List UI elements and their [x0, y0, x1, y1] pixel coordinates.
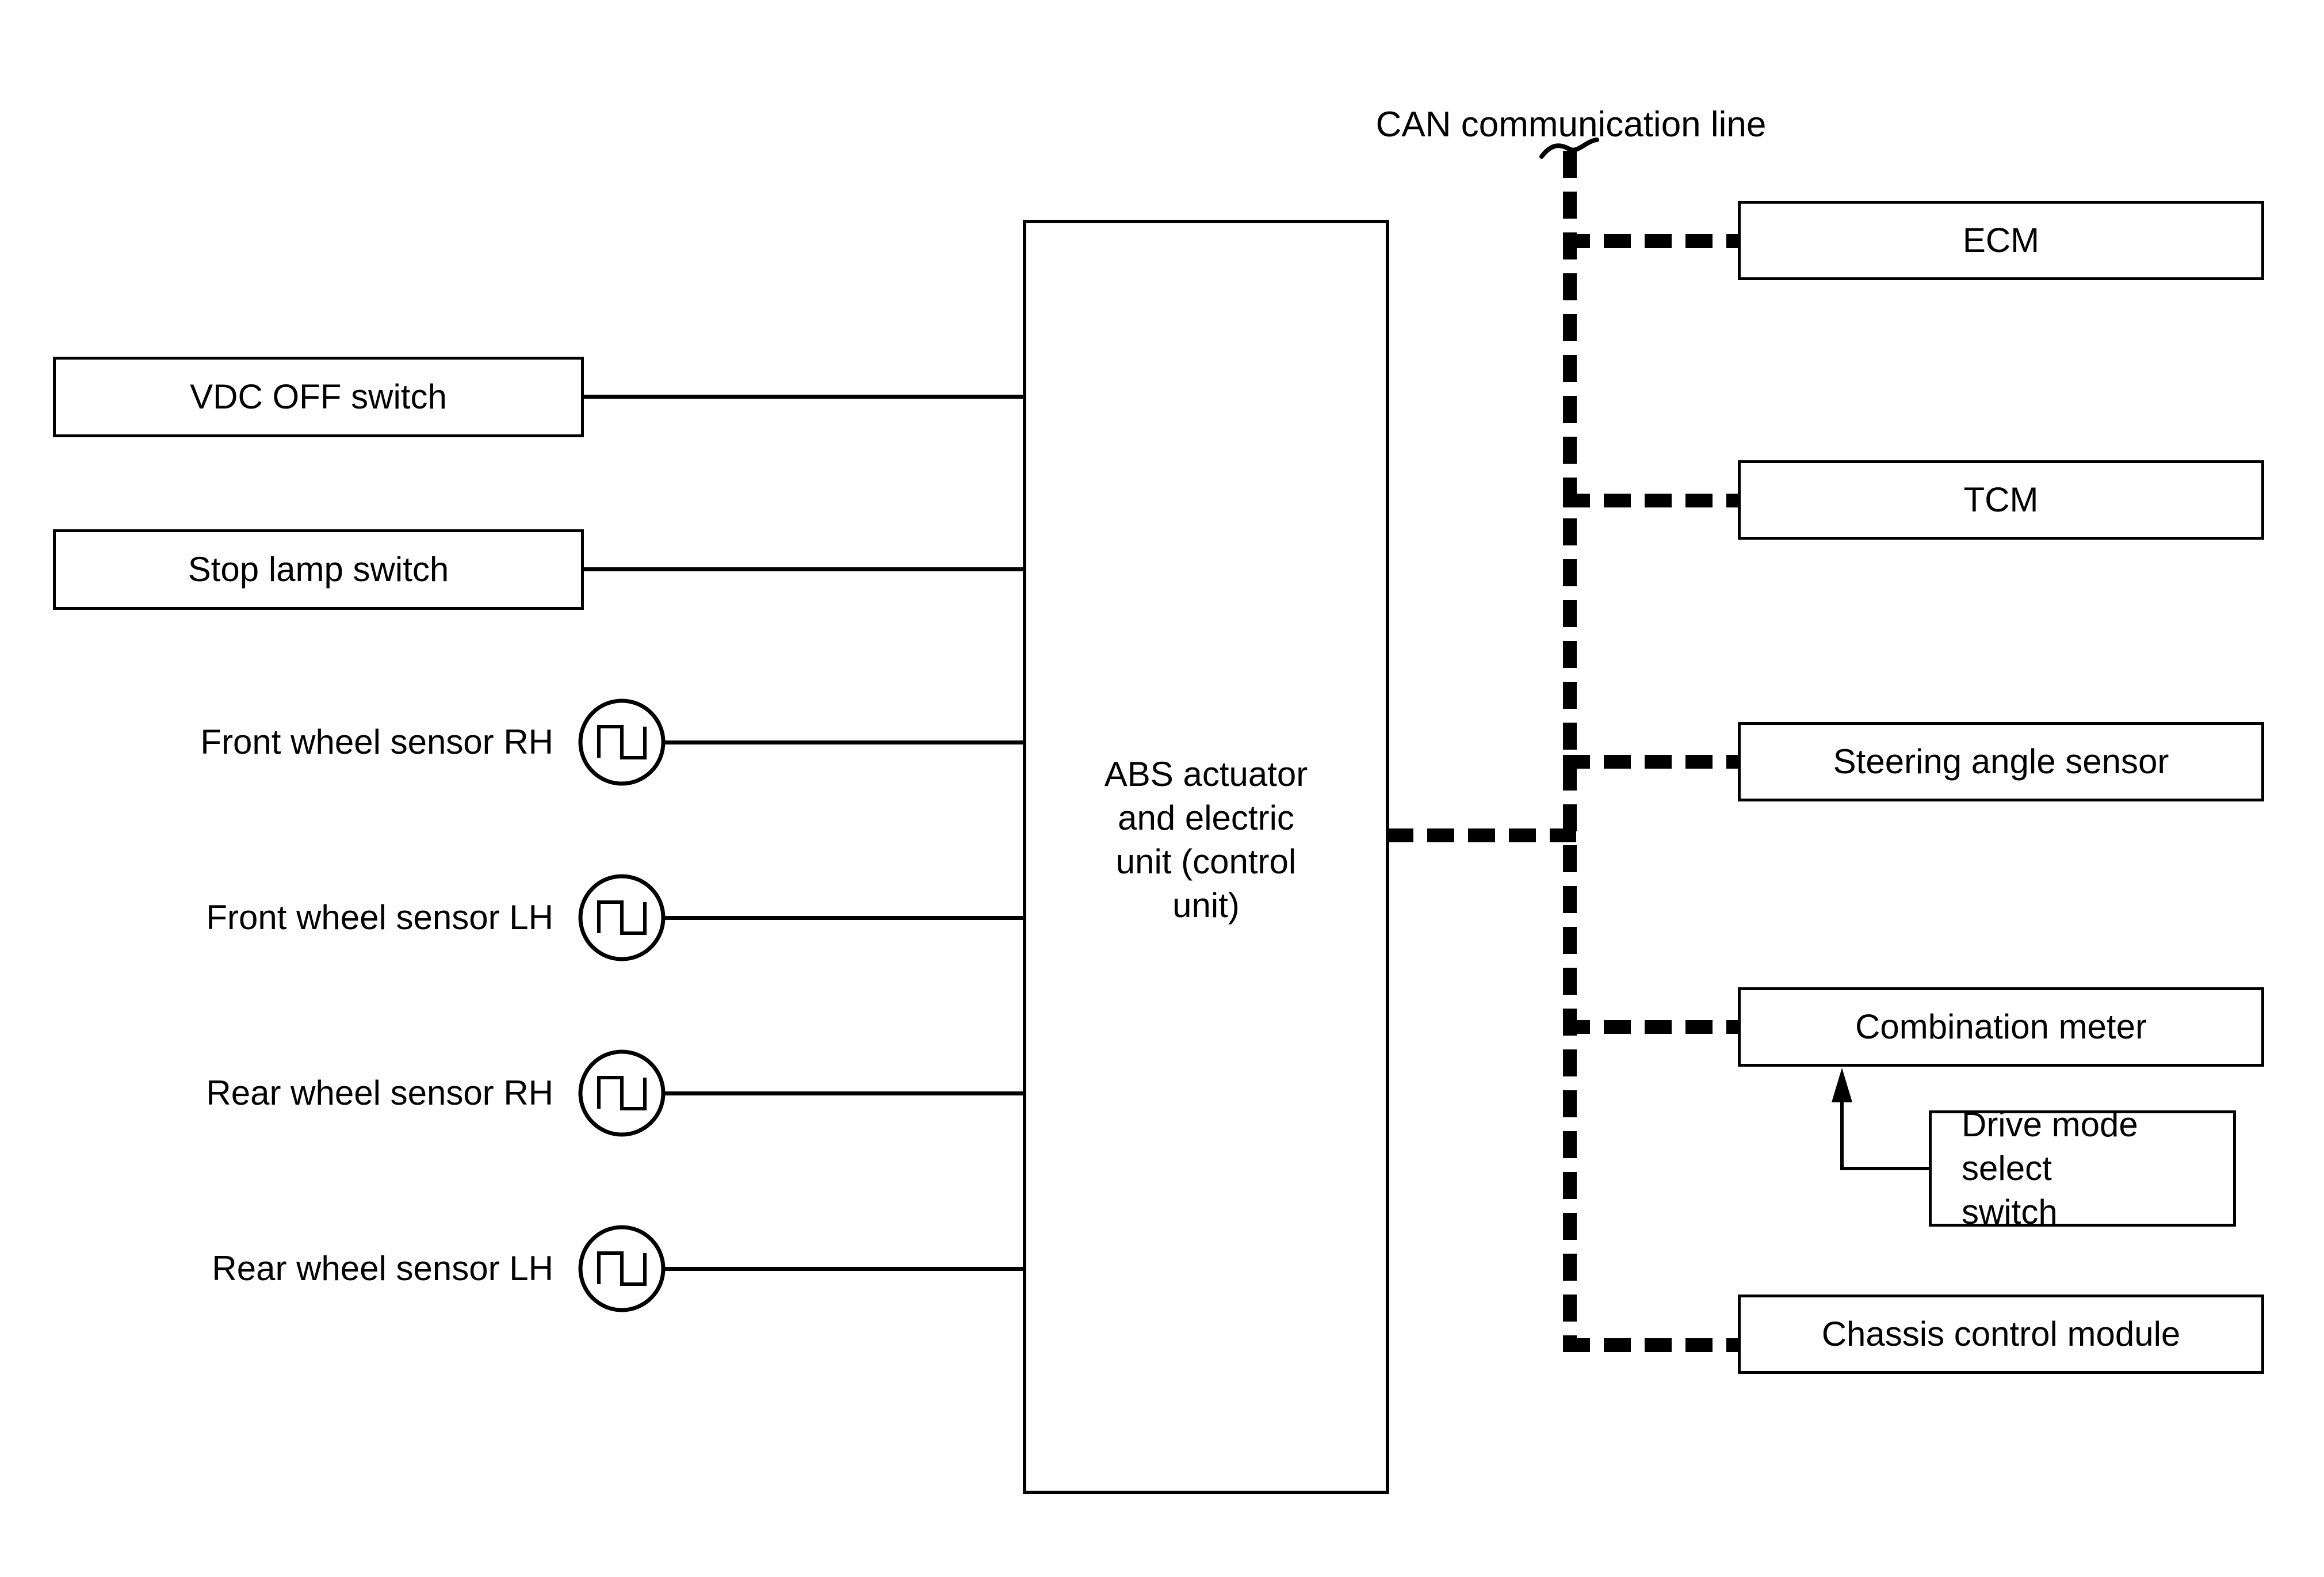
steering-angle-sensor-label: Steering angle sensor	[1833, 742, 2169, 781]
rear-wheel-sensor-rh-label: Rear wheel sensor RH	[206, 1074, 553, 1112]
wire-vdc-to-abs	[584, 395, 1023, 399]
rear-wheel-sensor-lh-label: Rear wheel sensor LH	[212, 1249, 553, 1288]
can-branch-ecm	[1563, 234, 1738, 248]
front-wheel-sensor-lh-pulse-icon	[578, 874, 666, 961]
abs-actuator-unit-box: ABS actuator and electric unit (control …	[1023, 220, 1389, 1494]
tcm-label: TCM	[1963, 480, 2039, 519]
drive-mode-select-switch-box: Drive mode select switch	[1929, 1105, 2236, 1231]
steering-angle-sensor-box: Steering angle sensor	[1738, 722, 2264, 801]
can-branch-steering	[1563, 755, 1738, 769]
vdc-off-switch-label: VDC OFF switch	[190, 377, 447, 416]
stop-lamp-switch-box: Stop lamp switch	[53, 529, 584, 610]
vdc-off-switch-box: VDC OFF switch	[53, 357, 584, 437]
can-branch-chassis	[1563, 1338, 1738, 1352]
drive-mode-select-switch-label: Drive mode select switch	[1962, 1105, 2138, 1231]
chassis-control-module-label: Chassis control module	[1821, 1315, 2181, 1353]
ecm-box: ECM	[1738, 201, 2264, 280]
wire-front-lh-to-abs	[662, 916, 1023, 920]
wire-rear-lh-to-abs	[662, 1267, 1023, 1271]
front-wheel-sensor-rh-label: Front wheel sensor RH	[200, 723, 553, 761]
abs-actuator-unit-label: ABS actuator and electric unit (control …	[1104, 754, 1308, 925]
rear-wheel-sensor-rh-pulse-icon	[578, 1049, 666, 1137]
front-wheel-sensor-lh-label: Front wheel sensor LH	[206, 898, 553, 937]
drive-mode-to-meter-arrow	[1832, 1068, 1929, 1170]
wire-rear-rh-to-abs	[662, 1091, 1023, 1095]
tcm-box: TCM	[1738, 460, 2264, 540]
rear-wheel-sensor-lh-pulse-icon	[578, 1225, 666, 1312]
ecm-label: ECM	[1962, 221, 2040, 259]
wire-stoplamp-to-abs	[584, 567, 1023, 571]
can-branch-combination-meter	[1563, 1020, 1738, 1034]
stop-lamp-switch-label: Stop lamp switch	[188, 550, 449, 589]
wire-front-rh-to-abs	[662, 740, 1023, 744]
combination-meter-label: Combination meter	[1855, 1007, 2147, 1046]
can-bus-line	[1563, 151, 1577, 1352]
front-wheel-sensor-rh-pulse-icon	[578, 698, 666, 786]
can-line-title: CAN communication line	[1375, 105, 1767, 144]
chassis-control-module-box: Chassis control module	[1738, 1295, 2264, 1374]
combination-meter-box: Combination meter	[1738, 987, 2264, 1067]
can-link-abs	[1386, 828, 1576, 842]
can-branch-tcm	[1563, 494, 1738, 507]
